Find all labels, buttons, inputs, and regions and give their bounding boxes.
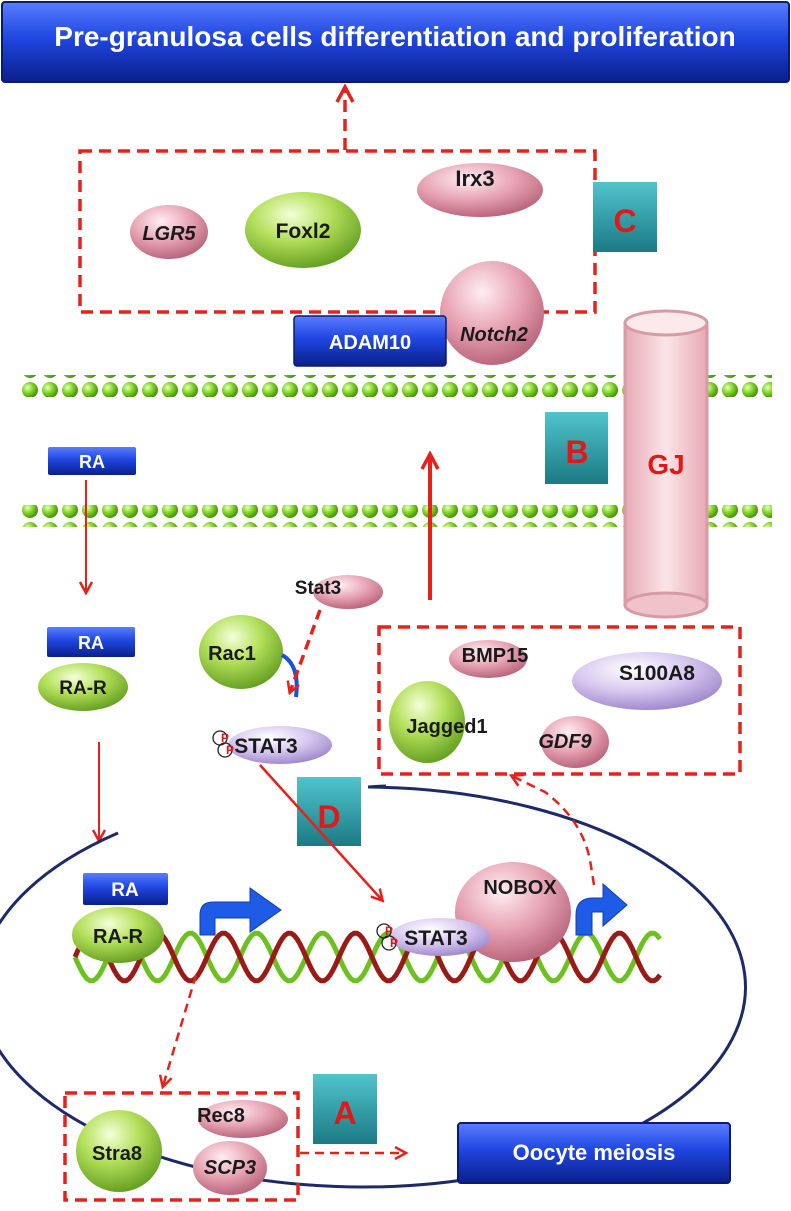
rec8-label: Rec8 <box>197 1105 245 1127</box>
nucleus-envelope-right <box>367 784 387 789</box>
label-d-text: D <box>317 799 340 835</box>
phospho-label-3: P <box>385 924 393 938</box>
ra-nucleus-box: RA <box>83 873 168 905</box>
irx3-molecule <box>417 163 543 217</box>
gdf9-label: GDF9 <box>538 731 592 753</box>
membrane-lower <box>20 505 772 527</box>
pstat3-nucleus-molecule <box>390 918 490 956</box>
lgr5-molecule <box>130 205 208 259</box>
s100a8-molecule <box>572 652 722 710</box>
phospho-group-cytoplasm: P P <box>212 730 234 758</box>
stat3-molecule <box>313 575 383 609</box>
label-b: B <box>545 412 608 484</box>
foxl2-label: Foxl2 <box>276 220 331 243</box>
label-d: D <box>297 777 361 846</box>
adam10-label: ADAM10 <box>329 332 411 354</box>
bottom-banner-text: Oocyte meiosis <box>513 1140 676 1165</box>
rac1-label: Rac1 <box>208 643 256 665</box>
jagged1-label: Jagged1 <box>406 716 487 738</box>
bottom-banner: Oocyte meiosis <box>457 1122 731 1184</box>
arrow-pstat3-to-nucleus <box>259 764 382 900</box>
scp3-label: SCP3 <box>204 1157 256 1179</box>
ra-top-box: RA <box>48 447 136 475</box>
ra-mid-box: RA <box>47 627 135 657</box>
scp3-molecule <box>193 1141 267 1195</box>
arrow-nucleus-to-meiosis <box>163 974 198 1086</box>
oocyte-factors-box <box>377 625 742 776</box>
label-a-text: A <box>333 1095 356 1131</box>
ra-nucleus-label: RA <box>111 880 139 901</box>
pstat3-nucleus-label: STAT3 <box>404 927 467 950</box>
rec8-molecule <box>198 1100 288 1138</box>
dna-strand-red <box>72 930 662 984</box>
gdf9-molecule <box>541 716 609 768</box>
pstat3-molecule <box>228 726 332 764</box>
phospho-label-1: P <box>221 731 229 745</box>
phospho-group-nucleus: P P <box>376 923 398 951</box>
s100a8-label: S100A8 <box>619 662 695 685</box>
phospho-label-2: P <box>226 743 234 757</box>
ra-r-nucleus-molecule <box>72 907 164 963</box>
dna-strand-green <box>72 930 662 984</box>
stra8-molecule <box>76 1110 162 1192</box>
ra-r-nucleus-label: RA-R <box>93 926 144 948</box>
gap-junction-channel: GJ <box>623 309 709 619</box>
bmp15-label: BMP15 <box>462 645 529 667</box>
gj-label: GJ <box>647 449 684 480</box>
ra-r-mid-label: RA-R <box>59 678 107 699</box>
pstat3-label: STAT3 <box>234 735 297 758</box>
nobox-label: NOBOX <box>483 877 557 899</box>
rac1-molecule <box>199 615 283 689</box>
ra-top-label: RA <box>79 452 105 472</box>
box-a <box>63 1091 300 1202</box>
phospho-label-4: P <box>390 936 398 950</box>
arrow-stat3-phospho <box>290 609 322 692</box>
arrow-nucleus-to-factors <box>512 776 596 886</box>
label-c-text: C <box>613 203 636 239</box>
bmp15-molecule <box>449 640 527 678</box>
top-banner-text: Pre-granulosa cells differentiation and … <box>54 21 735 52</box>
membrane-upper <box>20 375 772 397</box>
ra-mid-label: RA <box>78 633 104 653</box>
jagged1-molecule <box>389 681 465 763</box>
notch2-label: Notch2 <box>460 324 528 346</box>
adam10-box: ADAM10 <box>293 315 447 367</box>
transcription-arrow-left <box>199 887 282 936</box>
stra8-label: Stra8 <box>92 1143 142 1165</box>
notch2-molecule <box>440 261 544 365</box>
transcription-arrow-right <box>575 882 628 936</box>
ra-r-mid-molecule <box>38 663 128 711</box>
label-b-text: B <box>565 434 588 470</box>
lgr5-label: LGR5 <box>142 223 196 245</box>
irx3-label: Irx3 <box>455 166 494 191</box>
foxl2-molecule <box>245 192 361 268</box>
label-c: C <box>593 182 657 252</box>
label-a: A <box>313 1074 377 1144</box>
top-banner: Pre-granulosa cells differentiation and … <box>1 1 790 83</box>
stat3-label: Stat3 <box>295 578 341 599</box>
